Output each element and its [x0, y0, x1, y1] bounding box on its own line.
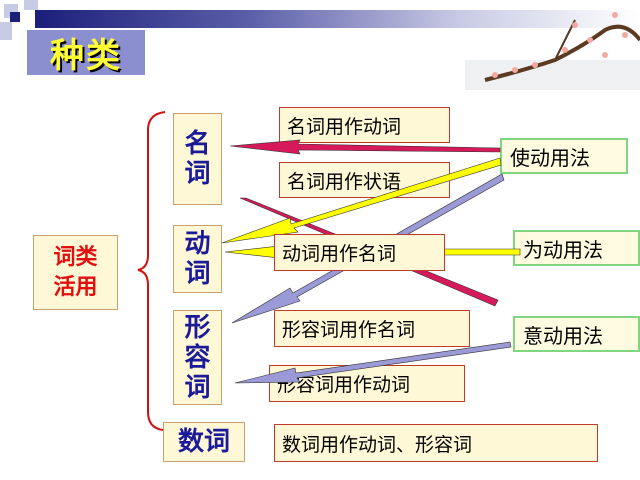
- usage-box: 名词用作动词: [279, 107, 450, 143]
- root-box: 词类活用: [33, 235, 118, 310]
- arrow-causative-to-verb: [221, 157, 502, 244]
- title-strip: [35, 10, 640, 28]
- decor-square: [10, 12, 20, 22]
- decor-square: [24, 0, 38, 10]
- arrow-causative-to-adjective: [231, 173, 505, 324]
- arrow-putative-to-adjective: [234, 341, 512, 384]
- category-noun: 名词: [173, 113, 222, 205]
- usage-box: 动词用作名词: [274, 234, 445, 271]
- special-usage-putative: 意动用法: [513, 316, 640, 352]
- usage-box: 名词用作状语: [279, 162, 450, 198]
- category-adjective: 形容词: [173, 310, 222, 405]
- special-usage-for: 为动用法: [513, 230, 640, 266]
- category-verb: 动词: [173, 225, 222, 293]
- special-usage-causative: 使动用法: [500, 138, 628, 174]
- plum-blossom-image: [465, 12, 640, 90]
- usage-box: 形容词用作名词: [274, 310, 470, 347]
- usage-box: 形容词用作动词: [269, 365, 465, 402]
- decor-square: [0, 22, 12, 40]
- slide-title: 种类: [27, 30, 145, 76]
- category-numeral: 数词: [163, 422, 245, 462]
- usage-box: 数词用作动词、形容词: [274, 424, 598, 462]
- arrow-causative-to-noun: [229, 139, 501, 155]
